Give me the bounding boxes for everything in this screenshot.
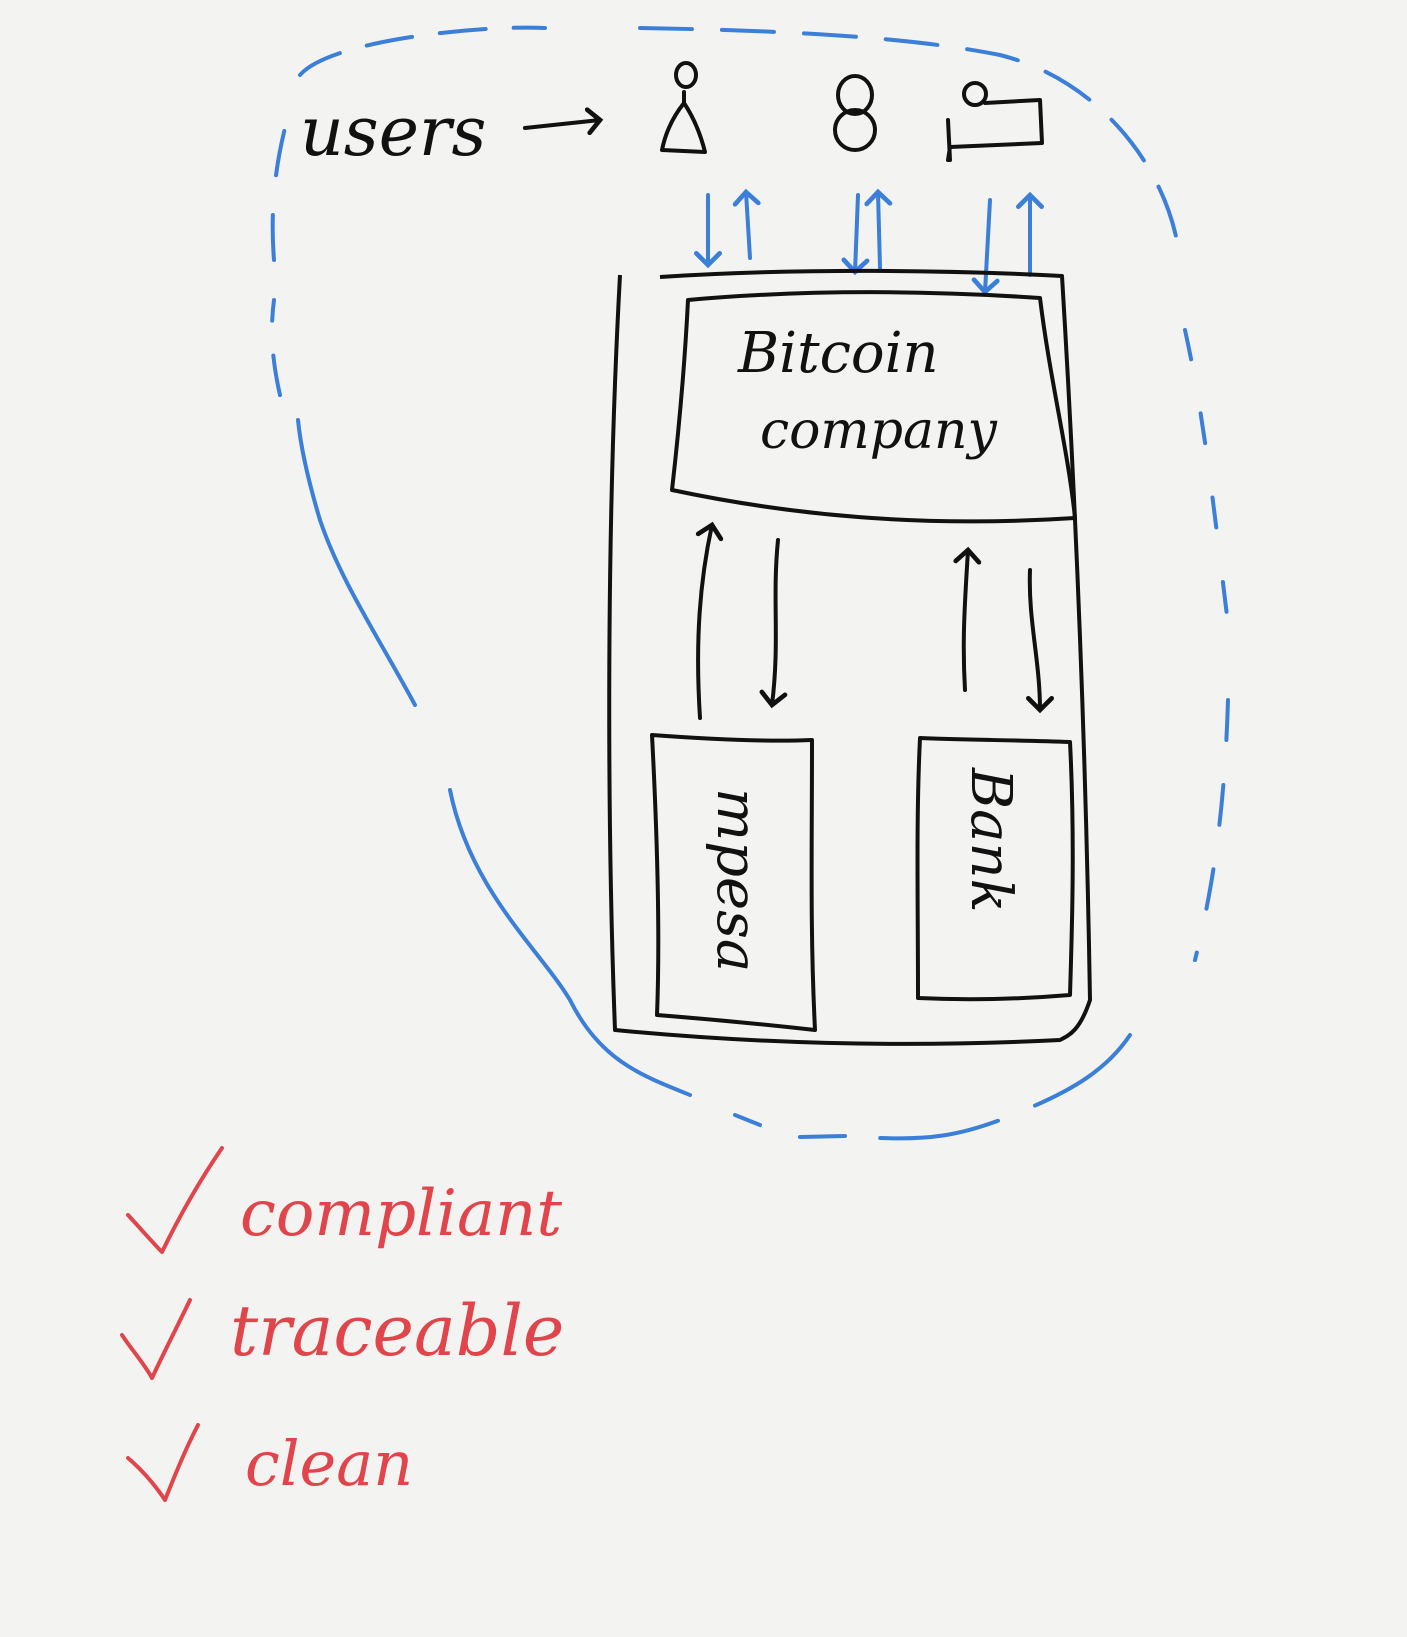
checklist-label: compliant [240, 1177, 562, 1251]
checklist-label: clean [245, 1427, 413, 1500]
arrow-up-1 [732, 188, 761, 260]
users-label: users [300, 93, 486, 172]
bank-up-arrow [953, 546, 982, 692]
mpesa-label: mpesa [704, 788, 769, 972]
mpesa-down-arrow [759, 538, 788, 709]
checklist-label: traceable [230, 1290, 564, 1372]
checklist-item-compliant: compliant [126, 1146, 562, 1254]
mpesa-up-arrow [695, 521, 724, 720]
company-label-line1: Bitcoin [737, 321, 939, 386]
checklist-item-clean: clean [126, 1423, 413, 1502]
checkmark-icon [126, 1423, 200, 1502]
person-icon [833, 74, 877, 152]
person-icon [946, 81, 1044, 162]
checkmark-icon [126, 1146, 224, 1254]
user-icons [660, 61, 1044, 162]
user-company-arrows [694, 188, 1044, 296]
company-label-line2: company [760, 401, 998, 461]
arrow-down-2 [841, 193, 870, 276]
mpesa-box: mpesa [650, 733, 817, 1032]
users-arrow [523, 107, 604, 136]
person-icon [660, 61, 707, 154]
arrow-up-2 [864, 188, 893, 270]
system-container [607, 268, 1092, 1046]
checklist-item-traceable: traceable [120, 1290, 564, 1380]
bank-down-arrow [1025, 568, 1054, 714]
company-provider-arrows [695, 521, 1054, 720]
arrow-down-3 [971, 198, 1000, 296]
checklist: compliant traceable clean [120, 1146, 564, 1502]
bitcoin-company-box: Bitcoin company [670, 290, 1077, 524]
bank-label: Bank [958, 767, 1023, 913]
users-group: users [300, 93, 604, 172]
checkmark-icon [120, 1298, 192, 1380]
system-boundary [270, 25, 1232, 1141]
bank-box: Bank [915, 736, 1075, 1002]
